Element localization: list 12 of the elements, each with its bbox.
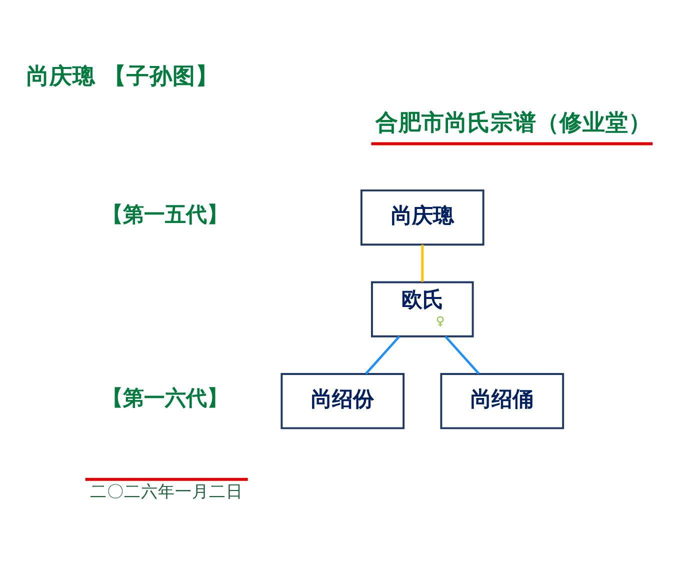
node-box: 尚庆璁 [360, 188, 484, 246]
connector [365, 335, 400, 374]
label: 【第一五代】 [102, 201, 228, 226]
node-box: 欧氏 ♀ [371, 280, 474, 337]
label: 二〇二六年一月二日 [90, 482, 243, 501]
connector [421, 244, 424, 282]
node-box: 尚绍份 [280, 372, 405, 429]
diagram-title: 尚庆璁 【子孙图】 [26, 63, 218, 90]
connector [444, 335, 480, 374]
label: 合肥市尚氏宗谱（修业堂） [376, 110, 652, 136]
node-box: 尚绍俑 [440, 372, 564, 429]
label: 【第一六代】 [102, 384, 228, 410]
